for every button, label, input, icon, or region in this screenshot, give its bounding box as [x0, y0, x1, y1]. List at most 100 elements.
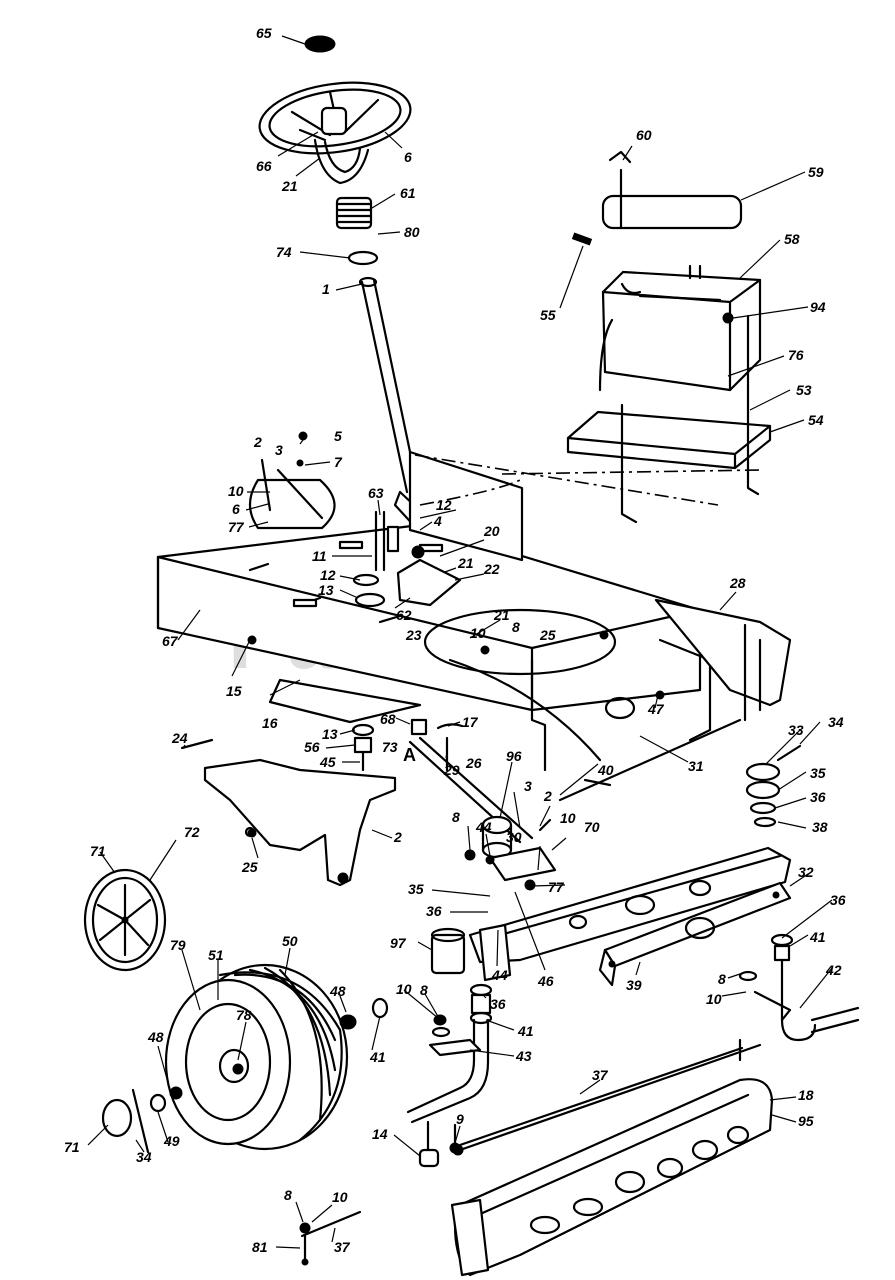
callout-6: 6	[232, 501, 240, 517]
callout-10: 10	[332, 1189, 348, 1205]
callout-7: 7	[334, 454, 343, 470]
callout-2: 2	[393, 829, 402, 845]
callout-25: 25	[539, 627, 556, 643]
callout-97: 97	[390, 935, 407, 951]
callout-50: 50	[282, 933, 298, 949]
callout-43: 43	[515, 1048, 532, 1064]
callout-10: 10	[706, 991, 722, 1007]
callout-34: 34	[136, 1149, 152, 1165]
callout-18: 18	[798, 1087, 814, 1103]
callout-36: 36	[490, 996, 506, 1012]
callout-60: 60	[636, 127, 652, 143]
callout-2: 2	[253, 434, 262, 450]
callout-94: 94	[810, 299, 826, 315]
right-spindle	[738, 933, 860, 1042]
callout-73: 73	[382, 739, 398, 755]
callout-41: 41	[517, 1023, 534, 1039]
callout-71: 71	[64, 1139, 80, 1155]
callout-13: 13	[322, 726, 338, 742]
callout-95: 95	[798, 1113, 814, 1129]
callout-31: 31	[688, 758, 704, 774]
callout-11: 11	[312, 548, 327, 564]
callout-13: 13	[318, 582, 334, 598]
callout-8: 8	[284, 1187, 292, 1203]
callout-6: 6	[404, 149, 412, 165]
spindle-bolt	[418, 1120, 440, 1168]
callout-48: 48	[329, 983, 346, 999]
callout-44: 44	[491, 967, 508, 983]
callout-5: 5	[334, 428, 342, 444]
callout-74: 74	[276, 244, 292, 260]
callout-59: 59	[808, 164, 824, 180]
front-axle-bracket	[203, 758, 397, 887]
axle-support-plate	[598, 881, 792, 987]
frame-bracket-right	[654, 598, 792, 722]
callout-2: 2	[543, 788, 552, 804]
callout-77: 77	[548, 879, 565, 895]
callout-56: 56	[304, 739, 320, 755]
steering-washer	[347, 250, 379, 266]
callout-12: 12	[320, 567, 336, 583]
callout-25: 25	[241, 859, 258, 875]
front-axle-beam	[468, 846, 792, 982]
right-pivot-hardware	[745, 744, 802, 828]
callout-16: 16	[262, 715, 278, 731]
callout-33: 33	[788, 722, 804, 738]
callout-62: 62	[396, 607, 412, 623]
callout-70: 70	[584, 819, 600, 835]
callout-14: 14	[372, 1126, 388, 1142]
callout-10: 10	[470, 625, 486, 641]
battery-hold-down-bar	[601, 150, 743, 230]
callout-55: 55	[540, 307, 556, 323]
bushing	[430, 927, 466, 975]
callout-42: 42	[825, 962, 842, 978]
callout-51: 51	[208, 947, 224, 963]
battery	[571, 232, 762, 392]
callout-54: 54	[808, 412, 824, 428]
callout-58: 58	[784, 231, 800, 247]
callout-8: 8	[718, 971, 726, 987]
callout-8: 8	[512, 619, 520, 635]
callout-38: 38	[812, 819, 828, 835]
callout-8: 8	[452, 809, 460, 825]
callout-77: 77	[228, 519, 245, 535]
callout-21: 21	[493, 607, 510, 623]
left-spindle	[406, 983, 493, 1124]
callout-29: 29	[443, 762, 460, 778]
control-plate	[248, 431, 336, 530]
callout-66: 66	[256, 158, 272, 174]
callout-61: 61	[400, 185, 416, 201]
callout-37: 37	[334, 1239, 351, 1255]
callout-37: 37	[592, 1067, 609, 1083]
callout-36: 36	[426, 903, 442, 919]
callout-30: 30	[506, 829, 522, 845]
callout-46: 46	[537, 973, 554, 989]
callout-41: 41	[809, 929, 826, 945]
tie-rod-end-detail	[299, 1210, 362, 1266]
callout-8: 8	[420, 982, 428, 998]
callout-10: 10	[396, 981, 412, 997]
drag-link	[408, 658, 742, 844]
callout-3: 3	[275, 442, 283, 458]
callout-4: 4	[433, 513, 442, 529]
leader-lines	[87, 35, 833, 1249]
callout-44: 44	[475, 819, 492, 835]
callout-49: 49	[163, 1133, 180, 1149]
callout-22: 22	[483, 561, 500, 577]
callout-35: 35	[810, 765, 826, 781]
callout-24: 24	[171, 730, 188, 746]
callout-65: 65	[256, 25, 272, 41]
callout-48: 48	[147, 1029, 164, 1045]
callout-79: 79	[170, 937, 186, 953]
callout-labels: 65 66 6 21 61 80 74 1 60 59 58 55 94 76 …	[64, 25, 846, 1255]
callout-68: 68	[380, 711, 396, 727]
callout-26: 26	[465, 755, 482, 771]
callout-80: 80	[404, 224, 420, 240]
callout-53: 53	[796, 382, 812, 398]
hubcap	[83, 868, 167, 972]
callout-20: 20	[483, 523, 500, 539]
misc-hardware	[247, 630, 665, 1154]
callout-71: 71	[90, 843, 106, 859]
callout-45: 45	[319, 754, 336, 770]
callout-63: 63	[368, 485, 384, 501]
